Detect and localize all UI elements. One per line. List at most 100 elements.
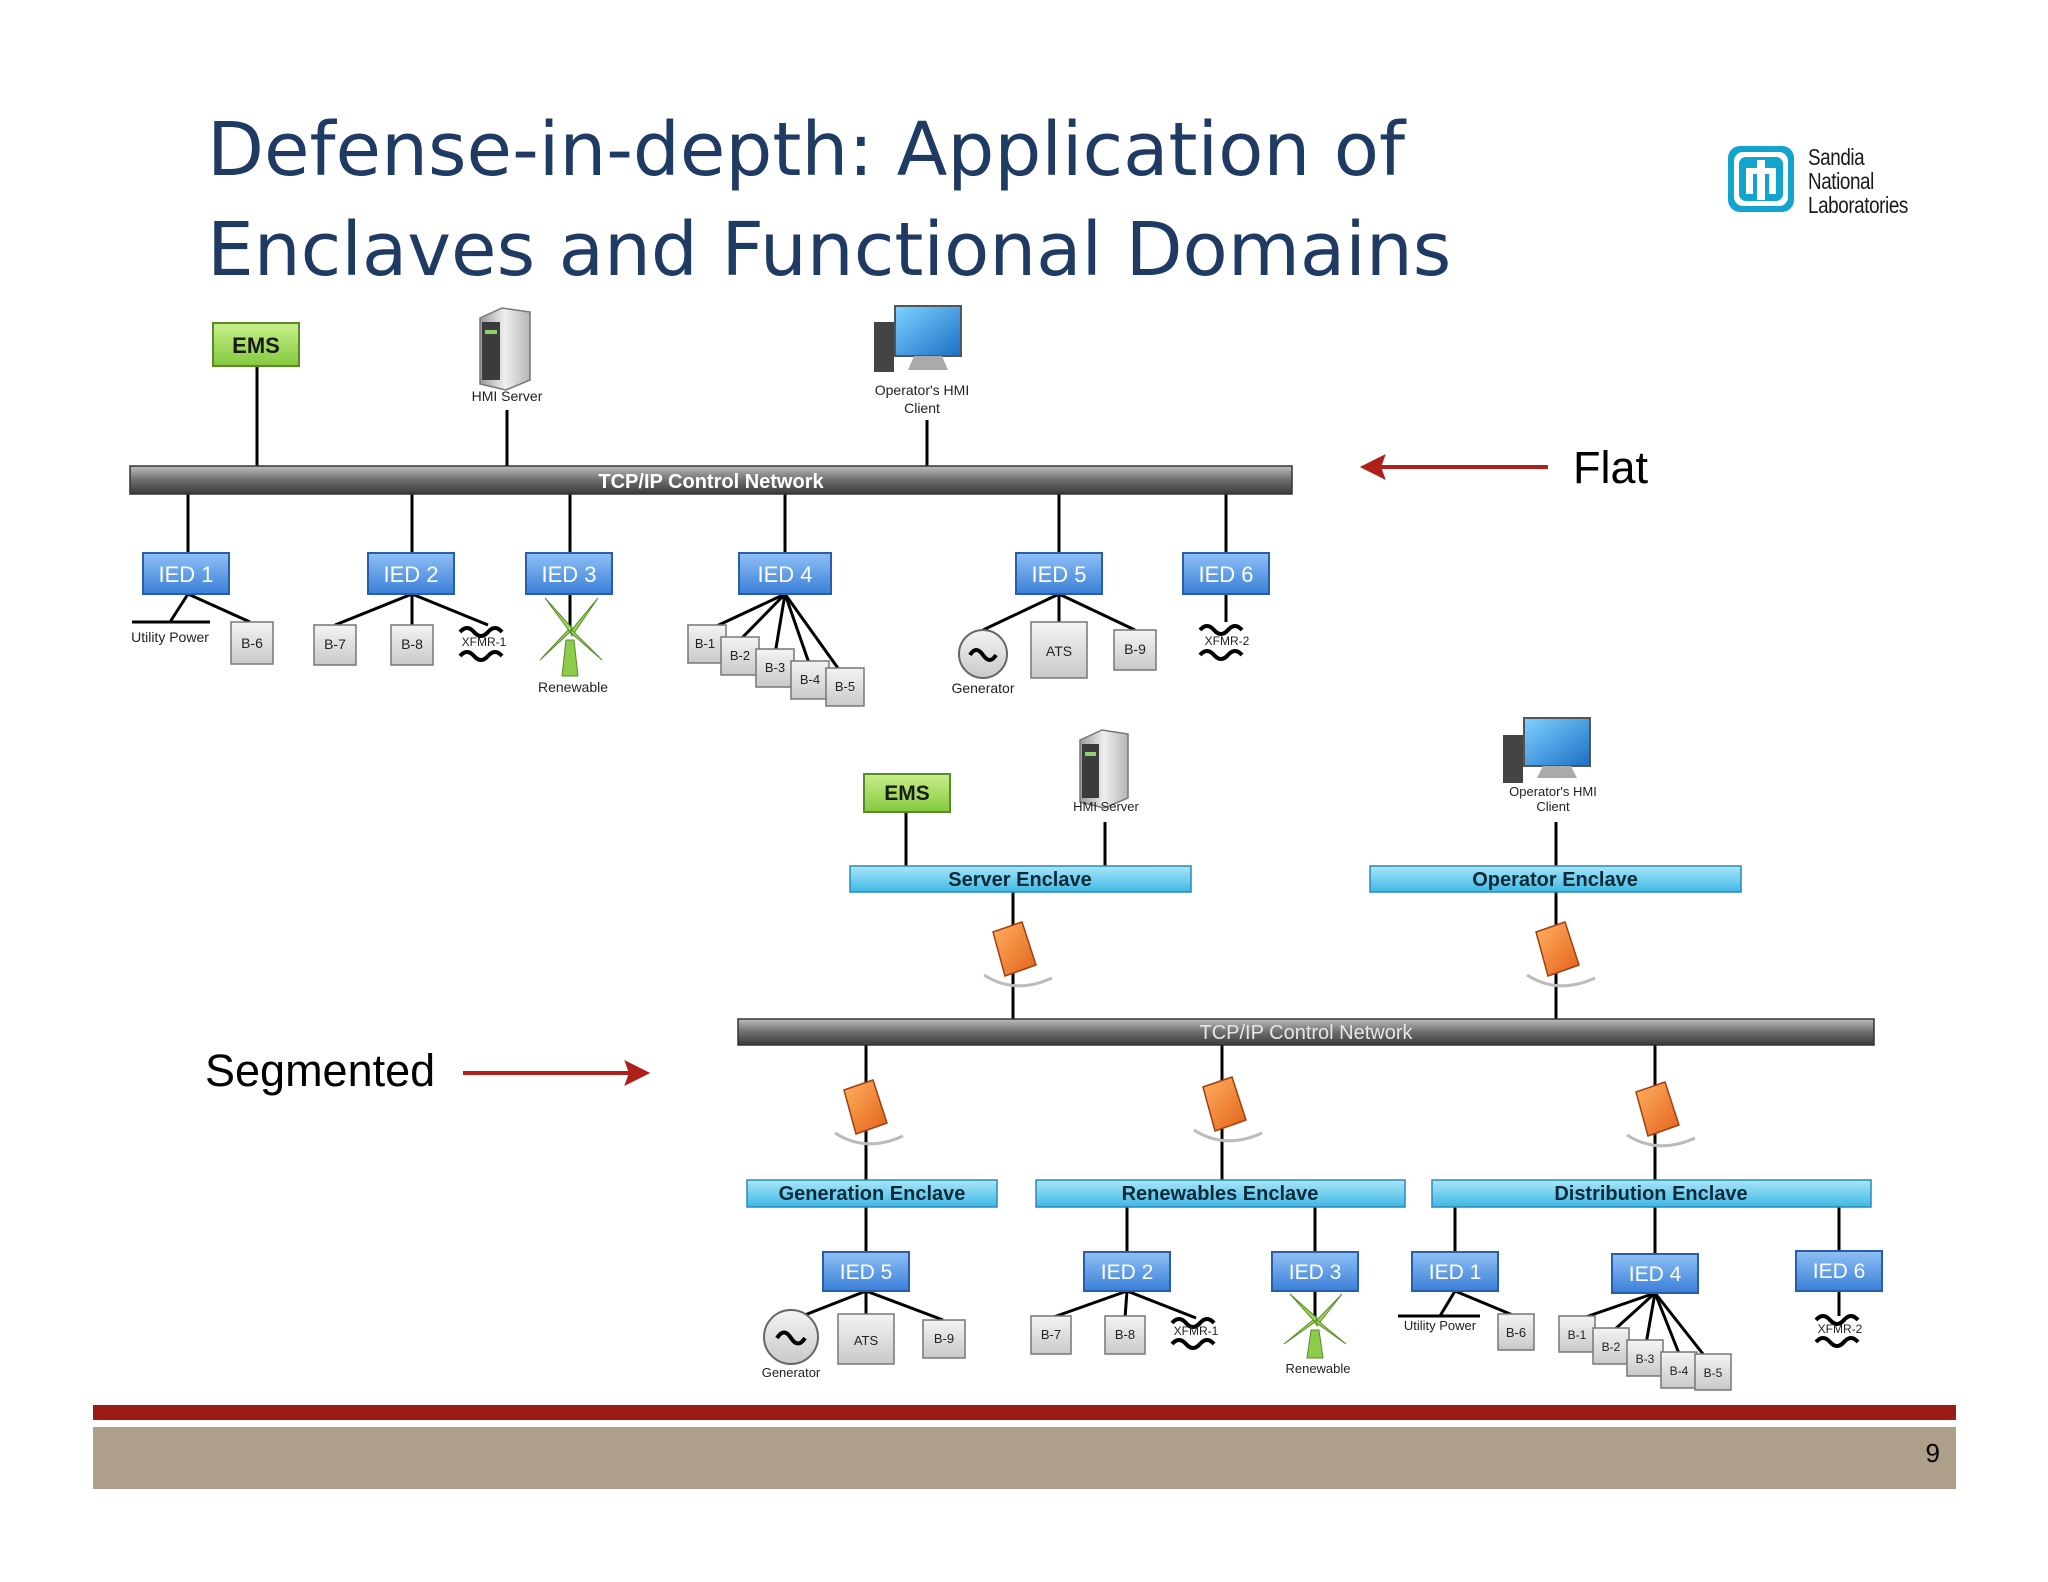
flat-hmi-server: HMI Server <box>472 307 543 404</box>
flat-ied-6: IED 6 <box>1182 552 1270 595</box>
segmented-b4-label: B-4 <box>1670 1364 1689 1378</box>
flat-b4-label: B-4 <box>800 672 820 687</box>
flat-breaker-b6: B-6 <box>230 621 274 665</box>
flat-transformer-xfmr2: XFMR-2 <box>1198 624 1250 661</box>
sandia-logo <box>1728 146 1794 212</box>
transformer-icon <box>1198 624 1244 661</box>
flat-b7-label: B-7 <box>324 636 346 652</box>
workstation-icon <box>874 305 962 372</box>
flat-ied-1-label: IED 1 <box>158 562 213 587</box>
firewall-icon <box>1193 1076 1263 1143</box>
operator-enclave-bar: Operator Enclave <box>1369 865 1742 893</box>
flat-b2-label: B-2 <box>730 648 750 663</box>
segmented-ied-4-label: IED 4 <box>1629 1263 1682 1286</box>
segmented-ems-label: EMS <box>884 782 930 805</box>
segmented-ied-5: IED 5 <box>822 1251 910 1292</box>
segmented-ems-box: EMS <box>863 773 951 813</box>
flat-xfmr2-label: XFMR-2 <box>1205 634 1250 648</box>
server-enclave-bar: Server Enclave <box>849 865 1192 893</box>
segmented-ied-3: IED 3 <box>1271 1251 1359 1292</box>
footer-tan-band <box>93 1427 1956 1489</box>
segmented-ied-2-label: IED 2 <box>1101 1261 1154 1284</box>
segmented-ied-6: IED 6 <box>1795 1250 1883 1292</box>
flat-renewable: Renewable <box>538 597 608 695</box>
flat-b9-label: B-9 <box>1124 641 1146 657</box>
segmented-renewable-label: Renewable <box>1285 1361 1350 1376</box>
segmented-breaker-b7: B-7 <box>1030 1315 1072 1355</box>
firewall-icon <box>834 1079 904 1146</box>
flat-ied-5: IED 5 <box>1015 552 1103 595</box>
segmented-b9-label: B-9 <box>934 1331 954 1346</box>
flat-ied-4: IED 4 <box>738 552 832 595</box>
flat-client-label2: Client <box>904 400 940 416</box>
slide-title-line1: Defense-in-depth: Application of <box>207 107 1406 193</box>
flat-b6-label: B-6 <box>241 635 263 651</box>
server-enclave-label: Server Enclave <box>948 869 1091 891</box>
flat-ied-2: IED 2 <box>367 552 455 595</box>
flat-xfmr1-label: XFMR-1 <box>462 635 507 649</box>
transformer-icon <box>458 626 504 662</box>
transformer-icon <box>1814 1314 1860 1348</box>
flat-ied-5-label: IED 5 <box>1031 562 1086 587</box>
flat-renewable-label: Renewable <box>538 679 608 695</box>
flat-ied-1: IED 1 <box>142 552 230 595</box>
slide-title-line2: Enclaves and Functional Domains <box>207 207 1452 293</box>
flat-network-label: TCP/IP Control Network <box>598 471 824 493</box>
renewables-enclave-bar: Renewables Enclave <box>1035 1179 1406 1208</box>
segmented-network-label: TCP/IP Control Network <box>1199 1022 1413 1044</box>
flat-ems-label: EMS <box>232 333 280 358</box>
slide-title: Defense-in-depth: Application of Enclave… <box>207 100 1451 300</box>
segmented-renewable: Renewable <box>1283 1293 1351 1376</box>
flat-b8-label: B-8 <box>401 636 423 652</box>
generator-wave-icon <box>968 648 998 662</box>
logo-line2: National <box>1808 168 1874 194</box>
segmented-ied-1-label: IED 1 <box>1429 1261 1482 1284</box>
server-icon <box>479 307 531 391</box>
flat-ied-3-label: IED 3 <box>541 562 596 587</box>
footer-red-band <box>93 1405 1956 1420</box>
flat-ats: ATS <box>1030 621 1088 679</box>
segmented-client-label2: Client <box>1536 799 1570 814</box>
flat-hmi-server-label: HMI Server <box>472 388 543 404</box>
segmented-generator-label: Generator <box>762 1365 821 1380</box>
flat-ied-4-label: IED 4 <box>757 562 812 587</box>
segmented-b2-label: B-2 <box>1602 1340 1621 1354</box>
segmented-hmi-server-label: HMI Server <box>1073 799 1139 814</box>
segmented-operator-client: Operator's HMI Client <box>1503 717 1597 814</box>
segmented-breaker-b6: B-6 <box>1497 1313 1535 1351</box>
segmented-client-label1: Operator's HMI <box>1509 784 1597 799</box>
sandia-thunderbird-icon <box>1728 146 1794 212</box>
segmented-b5-label: B-5 <box>1704 1366 1723 1380</box>
flat-ats-label: ATS <box>1046 643 1072 659</box>
flat-ied-2-label: IED 2 <box>383 562 438 587</box>
flat-network-bar: TCP/IP Control Network <box>129 465 1293 495</box>
flat-breaker-b8: B-8 <box>390 624 434 666</box>
segmented-ied-6-label: IED 6 <box>1813 1260 1866 1283</box>
flat-ied-6-label: IED 6 <box>1198 562 1253 587</box>
segmented-ied-2: IED 2 <box>1083 1251 1171 1292</box>
workstation-icon <box>1503 717 1591 783</box>
segmented-generator: Generator <box>762 1309 821 1380</box>
flat-b3-label: B-3 <box>765 660 785 675</box>
flat-breaker-stack-2: B-3 B-4 B-5 <box>755 648 865 707</box>
firewall-icon <box>1526 921 1596 988</box>
generation-enclave-label: Generation Enclave <box>779 1183 966 1205</box>
logo-line1: Sandia <box>1808 144 1865 170</box>
flat-transformer-xfmr1: XFMR-1 <box>458 626 507 662</box>
flat-generator: Generator <box>951 629 1015 696</box>
sandia-logo-text: Sandia National Laboratories <box>1808 145 1930 217</box>
segmented-b1-label: B-1 <box>1568 1328 1587 1342</box>
segmented-xfmr2-label: XFMR-2 <box>1818 1322 1863 1336</box>
segmented-ied-4: IED 4 <box>1611 1253 1699 1294</box>
segmented-utility-power-label: Utility Power <box>1404 1318 1477 1333</box>
flat-client-label1: Operator's HMI <box>875 382 969 398</box>
flat-arrow <box>1359 453 1548 481</box>
segmented-transformer-xfmr2: XFMR-2 <box>1814 1314 1863 1348</box>
flat-label: Flat <box>1573 442 1649 493</box>
flat-diagram <box>132 366 1228 679</box>
renewables-enclave-label: Renewables Enclave <box>1122 1183 1319 1205</box>
distribution-enclave-bar: Distribution Enclave <box>1431 1179 1872 1208</box>
segmented-network-bar: TCP/IP Control Network <box>737 1018 1875 1046</box>
segmented-b3-label: B-3 <box>1636 1352 1655 1366</box>
